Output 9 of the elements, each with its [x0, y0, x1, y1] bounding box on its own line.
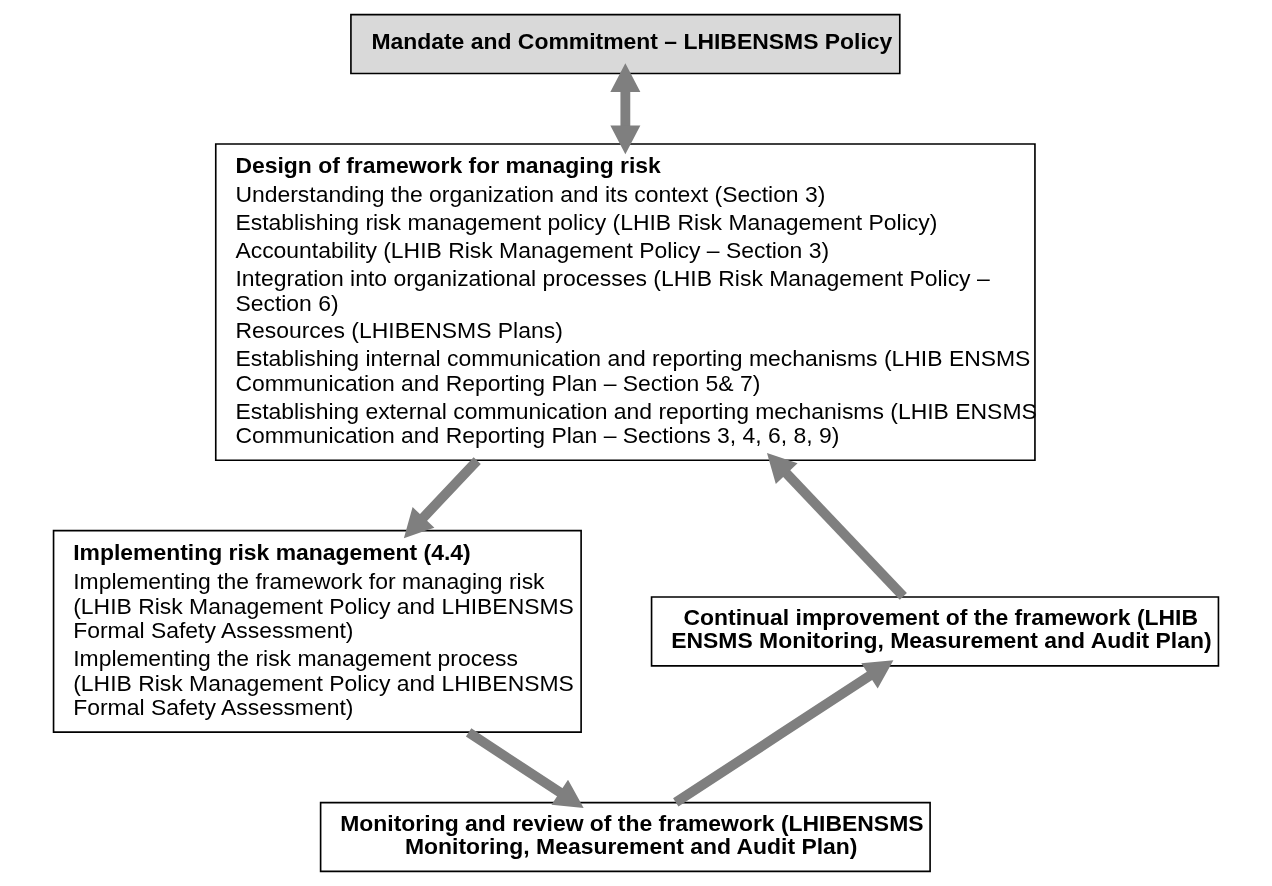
node-box: Monitoring and review of the framework (LHIBENSMS Monitoring, Measurement and Audit Plan)	[319, 801, 931, 873]
arrow	[610, 63, 641, 155]
node-box: Mandate and Commitment – LHIBENSMS Policy	[350, 13, 901, 75]
arrow	[673, 660, 894, 807]
arrow	[767, 452, 907, 600]
node-box: Continual improvement of the framework (LHIB ENSMS Monitoring, Measurement and Audit Plan)	[650, 596, 1220, 667]
arrow	[465, 728, 584, 808]
arrow	[403, 457, 481, 539]
node-box: Implementing risk management (4.4) Implementing the framework for managing risk (LHIB Risk Management Policy and LHIBENSMS Formal Safety Assessment) Implementing the risk management process (LHIB Risk Management Policy and LHIBENSMS Formal Safety Assessment)	[52, 529, 582, 733]
